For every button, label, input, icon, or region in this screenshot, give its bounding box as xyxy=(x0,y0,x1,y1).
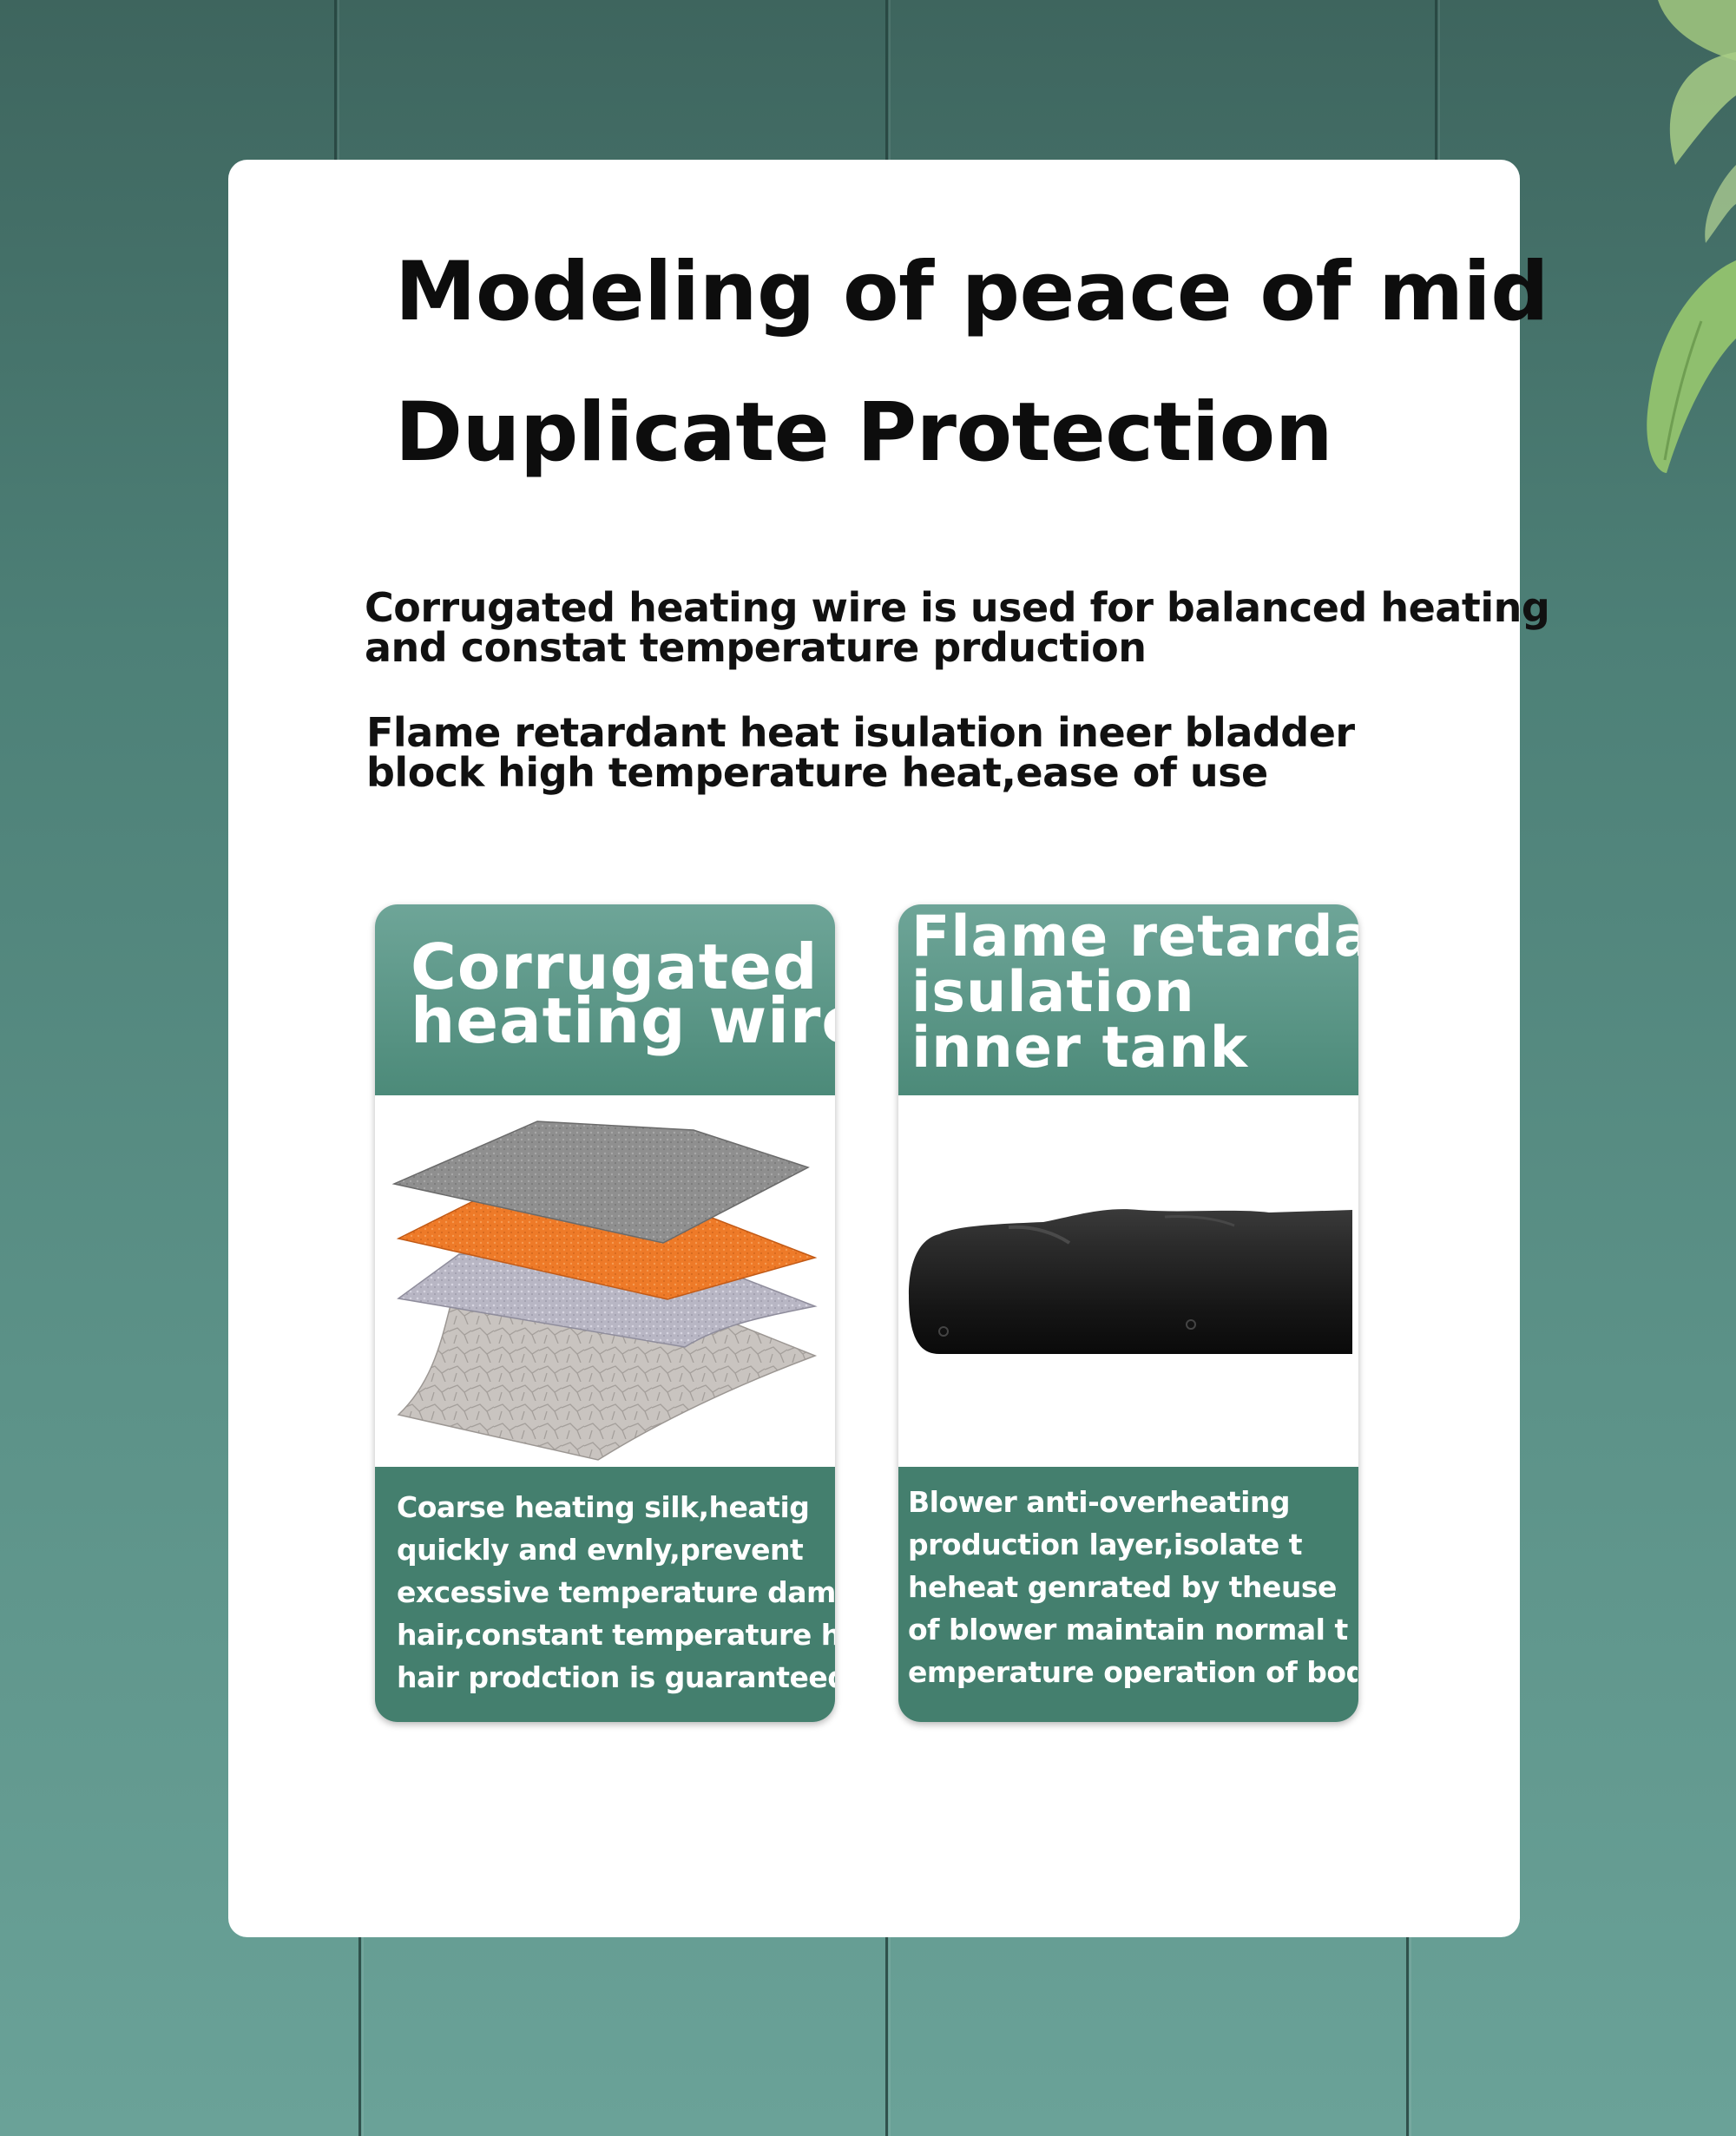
panel-description: Blower anti-overheating xyxy=(908,1485,1291,1519)
wall-panel-line xyxy=(885,1937,891,2136)
layered-sheets-illustration xyxy=(391,1121,818,1461)
wall-panel-line xyxy=(334,0,339,160)
panel-description: Coarse heating silk,heatig xyxy=(397,1490,810,1524)
page-title: Modeling of peace of mid xyxy=(395,245,1549,339)
feature-description: Flame retardant heat isulation ineer bla… xyxy=(366,709,1355,756)
panel-description: hair,constant temperature hair xyxy=(397,1618,835,1652)
page-subtitle: Duplicate Protection xyxy=(395,385,1333,480)
wall-panel-line xyxy=(358,1937,364,2136)
feature-description: and constat temperature prduction xyxy=(365,624,1147,671)
panel-title: Corrugated xyxy=(411,930,819,1003)
plant-leaves-decoration xyxy=(1647,0,1736,473)
panel-title: heating wire xyxy=(411,984,835,1057)
feature-description: Corrugated heating wire is used for bala… xyxy=(365,584,1550,631)
inner-tank-image xyxy=(904,1095,1352,1467)
panel-description: excessive temperature damge xyxy=(397,1575,835,1609)
heating-layers-image xyxy=(381,1095,829,1467)
panel-title: isulation xyxy=(911,960,1195,1025)
panel-description: emperature operation of bod xyxy=(908,1655,1358,1689)
panel-header: Corrugated heating wire xyxy=(375,904,835,1095)
panel-description: heheat genrated by theuse xyxy=(908,1570,1337,1604)
wall-panel-line xyxy=(1435,0,1440,160)
inner-tank-panel: Flame retardant isulation inner tank xyxy=(898,904,1358,1722)
panel-description-box: Blower anti-overheating production layer… xyxy=(898,1467,1358,1722)
panel-description-box: Coarse heating silk,heatig quickly and e… xyxy=(375,1467,835,1722)
panel-title: Flame retardant xyxy=(911,904,1358,969)
panel-description: quickly and evnly,prevent xyxy=(397,1533,804,1567)
panel-description: production layer,isolate t xyxy=(908,1528,1303,1561)
panel-header: Flame retardant isulation inner tank xyxy=(898,904,1358,1095)
panel-description: of blower maintain normal t xyxy=(908,1613,1348,1646)
wall-panel-line xyxy=(1406,1937,1411,2136)
heating-wire-panel: Corrugated heating wire xyxy=(375,904,835,1722)
black-tube-illustration xyxy=(909,1209,1352,1354)
panel-description: hair prodction is guaranteed xyxy=(397,1660,835,1694)
feature-description: block high temperature heat,ease of use xyxy=(366,749,1268,796)
feature-card: Modeling of peace of mid Duplicate Prote… xyxy=(228,160,1550,1937)
wall-panel-line xyxy=(885,0,891,160)
panel-title: inner tank xyxy=(911,1015,1249,1081)
